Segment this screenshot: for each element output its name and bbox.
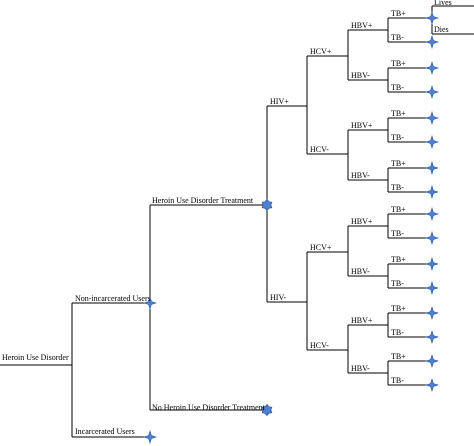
tb-negative-label: TB-: [391, 376, 404, 385]
tb-positive-label: TB+: [391, 159, 406, 168]
tb-positive-label: TB+: [391, 9, 406, 18]
root-label: Heroin Use Disorder: [2, 353, 69, 362]
tb-positive-label: TB+: [391, 205, 406, 214]
tb-negative-label: TB-: [391, 83, 404, 92]
tb-positive-node-icon: [424, 353, 440, 369]
tb-negative-node-icon: [424, 329, 440, 345]
tb-positive-label: TB+: [391, 304, 406, 313]
tree-labels: Heroin Use Disorder Non-incarcerated Use…: [2, 0, 452, 436]
non-incarcerated-node-icon: [142, 295, 158, 311]
tb-positive-node-icon: [424, 10, 440, 26]
tb-negative-node-icon: [424, 34, 440, 50]
tb-negative-label: TB-: [391, 279, 404, 288]
hcv-positive-label: HCV+: [310, 47, 332, 56]
tb-positive-node-icon: [424, 160, 440, 176]
tb-positive-label: TB+: [391, 109, 406, 118]
non-incarcerated-label: Non-incarcerated Users: [75, 294, 151, 303]
hbv-positive-label: HBV+: [351, 121, 373, 130]
no-treatment-node-icon: [261, 403, 273, 417]
tb-negative-label: TB-: [391, 133, 404, 142]
tb-positive-node-icon: [424, 305, 440, 321]
hbv-negative-label: HBV-: [351, 71, 370, 80]
lives-label: Lives: [434, 0, 452, 7]
tb-negative-label: TB-: [391, 33, 404, 42]
hbv-positive-label: HBV+: [351, 316, 373, 325]
tb-positive-node-icon: [424, 110, 440, 126]
tb-negative-label: TB-: [391, 229, 404, 238]
tree-nodes: [142, 10, 440, 445]
incarcerated-label: Incarcerated Users: [75, 427, 135, 436]
hiv-negative-label: HIV-: [270, 293, 286, 302]
tb-negative-label: TB-: [391, 328, 404, 337]
tb-negative-label: TB-: [391, 183, 404, 192]
tb-positive-label: TB+: [391, 352, 406, 361]
treatment-node-icon: [261, 198, 273, 212]
tb-positive-node-icon: [424, 206, 440, 222]
hcv-negative-label: HCV-: [310, 341, 329, 350]
tb-positive-node-icon: [424, 256, 440, 272]
hcv-negative-label: HCV-: [310, 145, 329, 154]
hbv-positive-label: HBV+: [351, 21, 373, 30]
tb-negative-node-icon: [424, 377, 440, 393]
incarcerated-node-icon: [142, 429, 158, 445]
hbv-negative-label: HBV-: [351, 267, 370, 276]
tb-negative-node-icon: [424, 230, 440, 246]
tb-negative-node-icon: [424, 184, 440, 200]
hcv-positive-label: HCV+: [310, 243, 332, 252]
tb-negative-node-icon: [424, 280, 440, 296]
tree-edges: [0, 5, 474, 438]
no-treatment-label: No Heroin Use Disorder Treatment: [152, 403, 266, 412]
hiv-positive-label: HIV+: [270, 97, 289, 106]
hbv-positive-label: HBV+: [351, 217, 373, 226]
dies-label: Dies: [434, 25, 449, 34]
tb-positive-node-icon: [424, 60, 440, 76]
tb-positive-label: TB+: [391, 59, 406, 68]
tb-negative-node-icon: [424, 84, 440, 100]
hbv-negative-label: HBV-: [351, 364, 370, 373]
tb-positive-label: TB+: [391, 255, 406, 264]
treatment-label: Heroin Use Disorder Treatment: [152, 196, 254, 205]
tb-negative-node-icon: [424, 134, 440, 150]
hbv-negative-label: HBV-: [351, 171, 370, 180]
